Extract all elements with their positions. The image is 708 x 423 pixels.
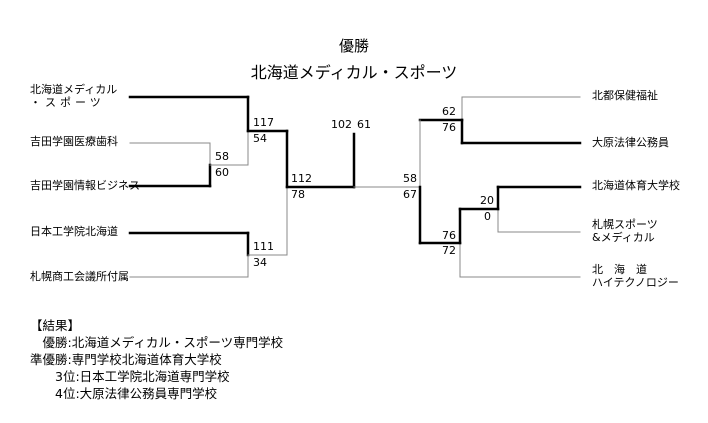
results-line-runner-up: 準優勝:専門学校北海道体育大学校 bbox=[30, 352, 222, 367]
results-line-third: 3位:日本工学院北海道専門学校 bbox=[30, 369, 230, 384]
score-right-semi-top: 58 bbox=[403, 172, 417, 185]
score-right-qf2-bottom: 72 bbox=[442, 244, 456, 257]
score-left-qf-top: 117 bbox=[253, 116, 274, 129]
left-team-1: 北海道メディカル ・スポーツ bbox=[30, 83, 118, 109]
left-team-1-line1: 北海道メディカル bbox=[30, 83, 118, 96]
score-right-qf-bottom: 76 bbox=[442, 121, 456, 134]
right-team-1: 北都保健福祉 bbox=[592, 89, 658, 102]
right-team-2: 大原法律公務員 bbox=[592, 136, 669, 149]
left-team-5: 札幌商工会議所付属 bbox=[30, 270, 129, 283]
right-team-4-line2: &メディカル bbox=[592, 230, 655, 244]
right-team-4: 札幌スポーツ &メディカル bbox=[592, 218, 658, 244]
score-left-sub-top: 58 bbox=[215, 150, 229, 163]
left-team-1-line2: ・スポーツ bbox=[30, 95, 105, 109]
left-team-4: 日本工学院北海道 bbox=[30, 225, 118, 238]
score-right-sub-bottom: 0 bbox=[484, 210, 491, 223]
score-left-qf2-bottom: 34 bbox=[253, 256, 267, 269]
score-left-qf-bottom: 54 bbox=[253, 132, 267, 145]
score-left-qf2-top: 111 bbox=[253, 240, 274, 253]
score-right-semi-bottom: 67 bbox=[403, 188, 417, 201]
results-line-fourth: 4位:大原法律公務員専門学校 bbox=[30, 386, 218, 401]
results-heading: 【結果】 bbox=[30, 318, 81, 333]
left-team-3: 吉田学園情報ビジネス bbox=[30, 179, 140, 192]
score-left-semi-top: 112 bbox=[291, 172, 312, 185]
score-right-sub-top: 20 bbox=[480, 194, 494, 207]
score-right-qf-top: 62 bbox=[442, 105, 456, 118]
right-team-4-line1: 札幌スポーツ bbox=[592, 218, 658, 231]
results-section: 【結果】 優勝:北海道メディカル・スポーツ専門学校 準優勝:専門学校北海道体育大… bbox=[30, 317, 283, 402]
right-team-5-line1: 北 海 道 bbox=[592, 263, 647, 276]
right-team-5-line2: ハイテクノロジー bbox=[592, 275, 679, 289]
score-final-left: 102 bbox=[331, 118, 352, 131]
score-left-sub-bottom: 60 bbox=[215, 166, 229, 179]
results-line-champion: 優勝:北海道メディカル・スポーツ専門学校 bbox=[30, 335, 284, 350]
score-left-semi-bottom: 78 bbox=[291, 188, 305, 201]
bracket-title-champion: 優勝 bbox=[338, 37, 369, 55]
left-team-2: 吉田学園医療歯科 bbox=[30, 135, 118, 148]
right-team-5: 北 海 道 ハイテクノロジー bbox=[592, 263, 679, 289]
score-right-qf2-top: 76 bbox=[442, 229, 456, 242]
bracket-title-team: 北海道メディカル・スポーツ bbox=[250, 63, 458, 82]
right-team-3: 北海道体育大学校 bbox=[592, 179, 680, 192]
score-final-right: 61 bbox=[357, 118, 371, 131]
